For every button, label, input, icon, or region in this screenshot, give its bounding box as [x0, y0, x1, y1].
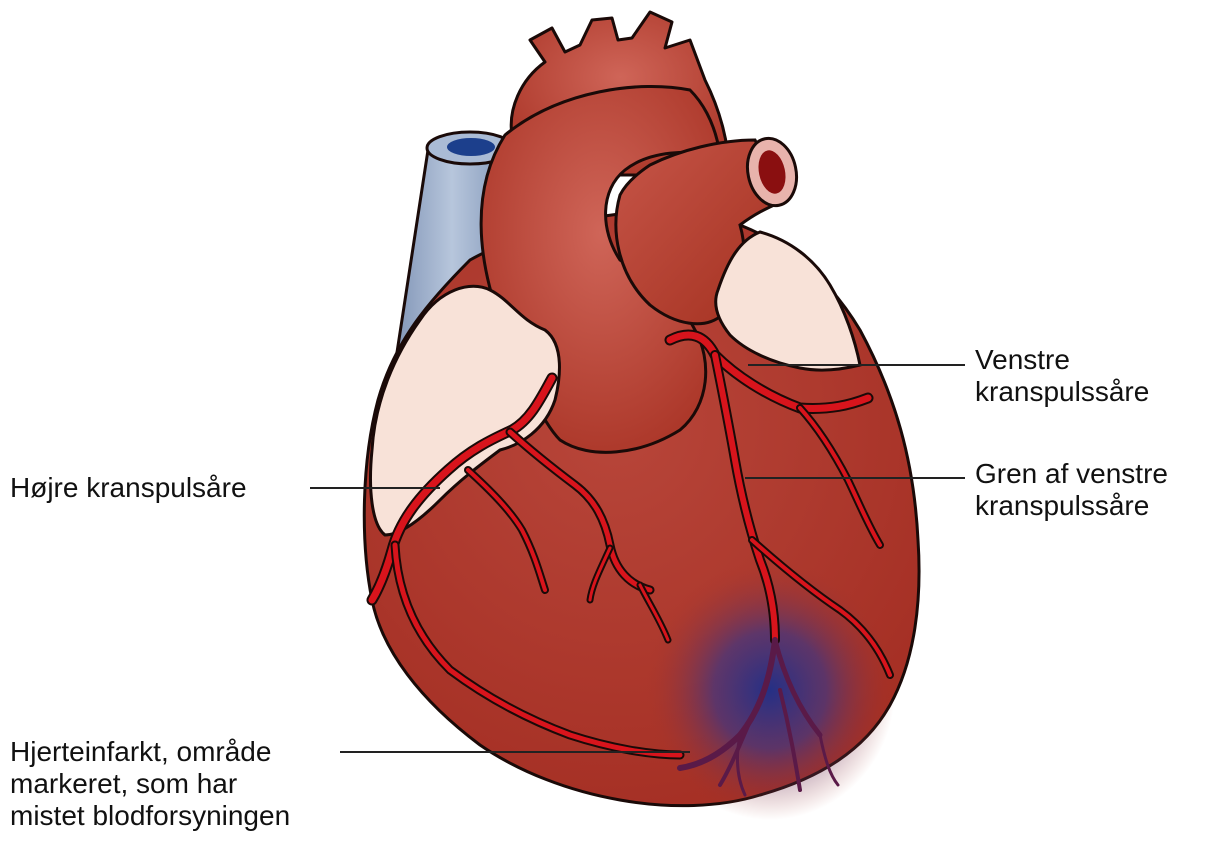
label-left-branch-line1: Gren af venstre — [975, 458, 1168, 490]
label-infarct-line1: Hjerteinfarkt, område — [10, 736, 290, 768]
label-left-coronary-line2: kranspulssåre — [975, 376, 1149, 408]
label-left-coronary-line1: Venstre — [975, 344, 1149, 376]
label-right-coronary-line1: Højre kranspulsåre — [10, 472, 247, 504]
label-left-coronary: Venstre kranspulssåre — [975, 344, 1149, 408]
label-infarct-line3: mistet blodforsyningen — [10, 800, 290, 832]
label-infarct-line2: markeret, som har — [10, 768, 290, 800]
label-left-branch: Gren af venstre kranspulssåre — [975, 458, 1168, 522]
label-left-branch-line2: kranspulssåre — [975, 490, 1168, 522]
label-right-coronary: Højre kranspulsåre — [10, 472, 247, 504]
label-infarct: Hjerteinfarkt, område markeret, som har … — [10, 736, 290, 832]
